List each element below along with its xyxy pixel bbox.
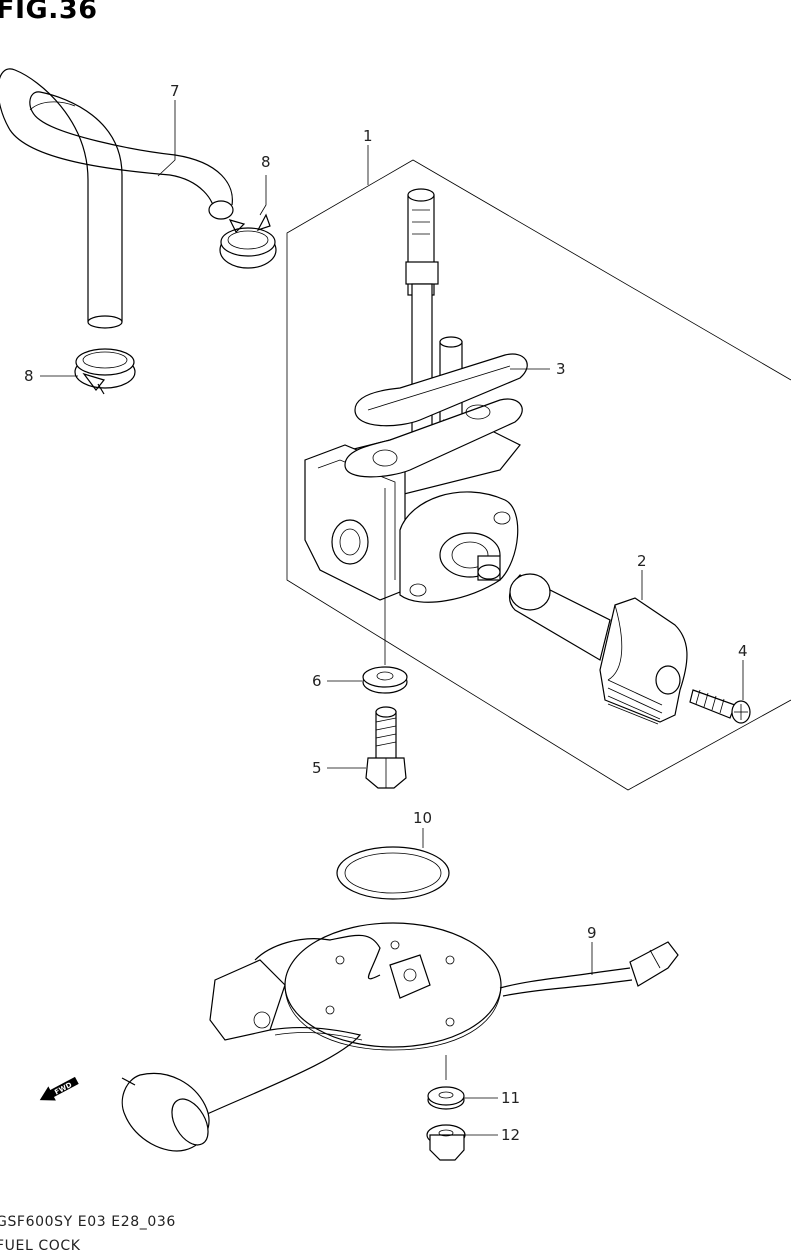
callout-2: 2 (637, 552, 647, 570)
callout-8-upper: 8 (261, 153, 271, 171)
callout-9: 9 (587, 924, 597, 942)
callout-10: 10 (413, 809, 432, 827)
bolt (365, 706, 407, 789)
callout-12: 12 (501, 1126, 520, 1144)
fuel-cock-body (304, 188, 521, 603)
figure-title: FIG.36 (0, 0, 98, 25)
flange-nut (426, 1124, 466, 1161)
washer-small (427, 1086, 465, 1110)
callout-11: 11 (501, 1089, 520, 1107)
callout-5: 5 (312, 759, 322, 777)
hose-clamp-lower (74, 348, 136, 395)
leader-lines (40, 100, 744, 1136)
footer-model-code: GSF600SY E03 E28_036 (0, 1214, 176, 1230)
fwd-label: FWD (53, 1081, 73, 1097)
callout-4: 4 (738, 642, 748, 660)
callout-1: 1 (363, 127, 373, 145)
gasket (344, 353, 528, 478)
assembly-outline (286, 159, 791, 791)
o-ring (336, 846, 450, 900)
fuel-cock-lever (508, 573, 688, 725)
lever-screw (689, 689, 751, 724)
washer (362, 666, 408, 694)
footer-section-name: FUEL COCK (0, 1238, 81, 1254)
callout-6: 6 (312, 672, 322, 690)
hose-clamp-upper (219, 213, 277, 269)
fuel-hose (0, 68, 234, 329)
callout-8-lower: 8 (24, 367, 34, 385)
callout-7: 7 (170, 82, 180, 100)
fuel-level-sender (121, 922, 679, 1152)
callout-3: 3 (556, 360, 566, 378)
fwd-arrow-icon: FWD (39, 1076, 79, 1101)
